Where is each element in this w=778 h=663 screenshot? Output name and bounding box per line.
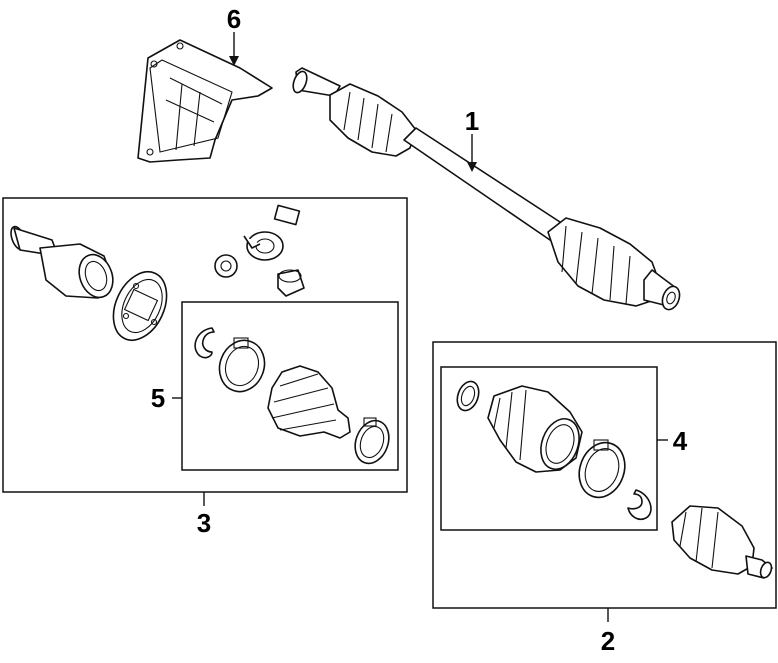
leader-lines <box>172 32 668 622</box>
group-box-3 <box>2 197 408 493</box>
inner-boot-kit-parts <box>194 327 390 465</box>
heat-shield-part <box>137 39 273 163</box>
tripod-joint-part <box>214 204 305 297</box>
group-box-4 <box>440 366 658 531</box>
callout-3: 3 <box>197 508 211 538</box>
callout-4: 4 <box>673 426 688 456</box>
outer-boot-kit-parts <box>456 380 652 521</box>
group-box-5 <box>181 301 399 471</box>
drive-shaft-part <box>292 67 681 311</box>
callout-1: 1 <box>465 106 479 136</box>
callout-5: 5 <box>151 383 165 413</box>
inner-joint-housing-part <box>10 225 114 299</box>
callout-2: 2 <box>601 626 615 656</box>
callout-6: 6 <box>227 4 241 34</box>
outer-joint-part <box>671 505 773 579</box>
group-box-2 <box>432 341 777 609</box>
flange-plate-part <box>112 271 168 341</box>
